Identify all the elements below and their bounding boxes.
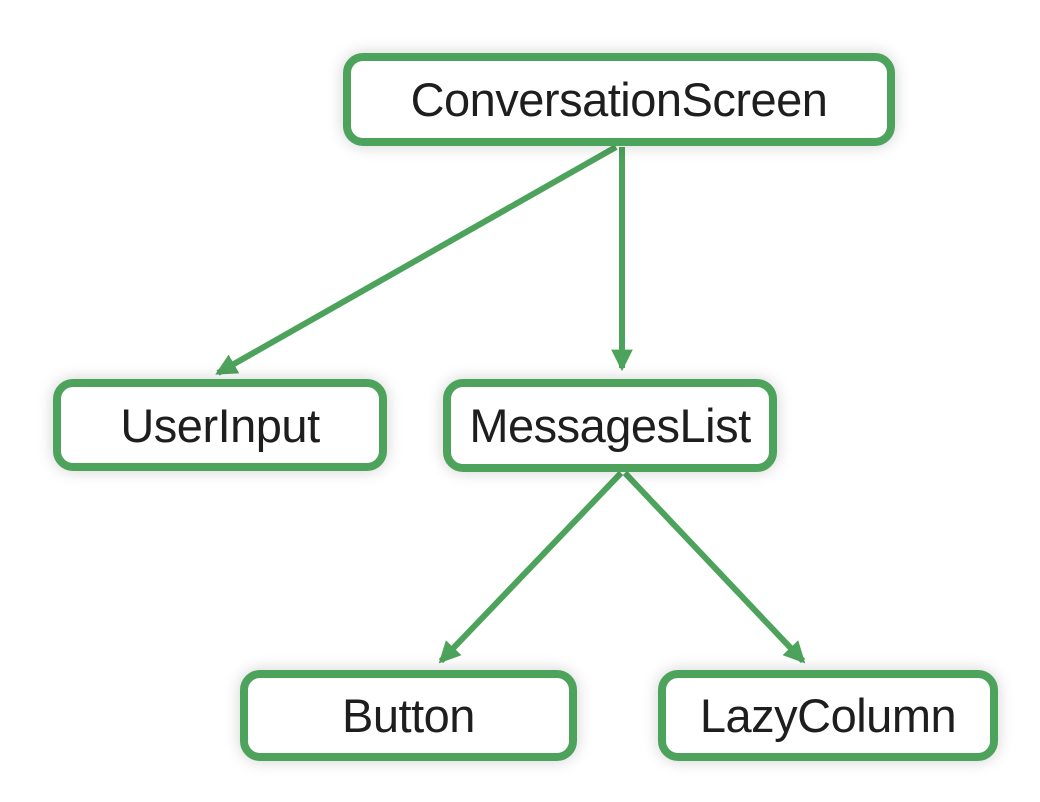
node-messages-list: MessagesList [443, 379, 777, 472]
node-button: Button [240, 670, 577, 761]
edge-conversationscreen-userinput [215, 144, 618, 376]
node-button-label: Button [342, 689, 475, 742]
node-user-input-label: UserInput [120, 398, 320, 452]
node-conversation-screen-label: ConversationScreen [410, 73, 828, 126]
node-messages-list-label: MessagesList [469, 399, 751, 452]
node-lazy-column-label: LazyColumn [699, 689, 957, 742]
node-user-input: UserInput [53, 379, 387, 471]
edge-messageslist-lazycolumn [622, 470, 806, 664]
node-lazy-column: LazyColumn [658, 670, 998, 761]
node-conversation-screen: ConversationScreen [343, 53, 895, 146]
edge-messageslist-button [438, 470, 624, 664]
